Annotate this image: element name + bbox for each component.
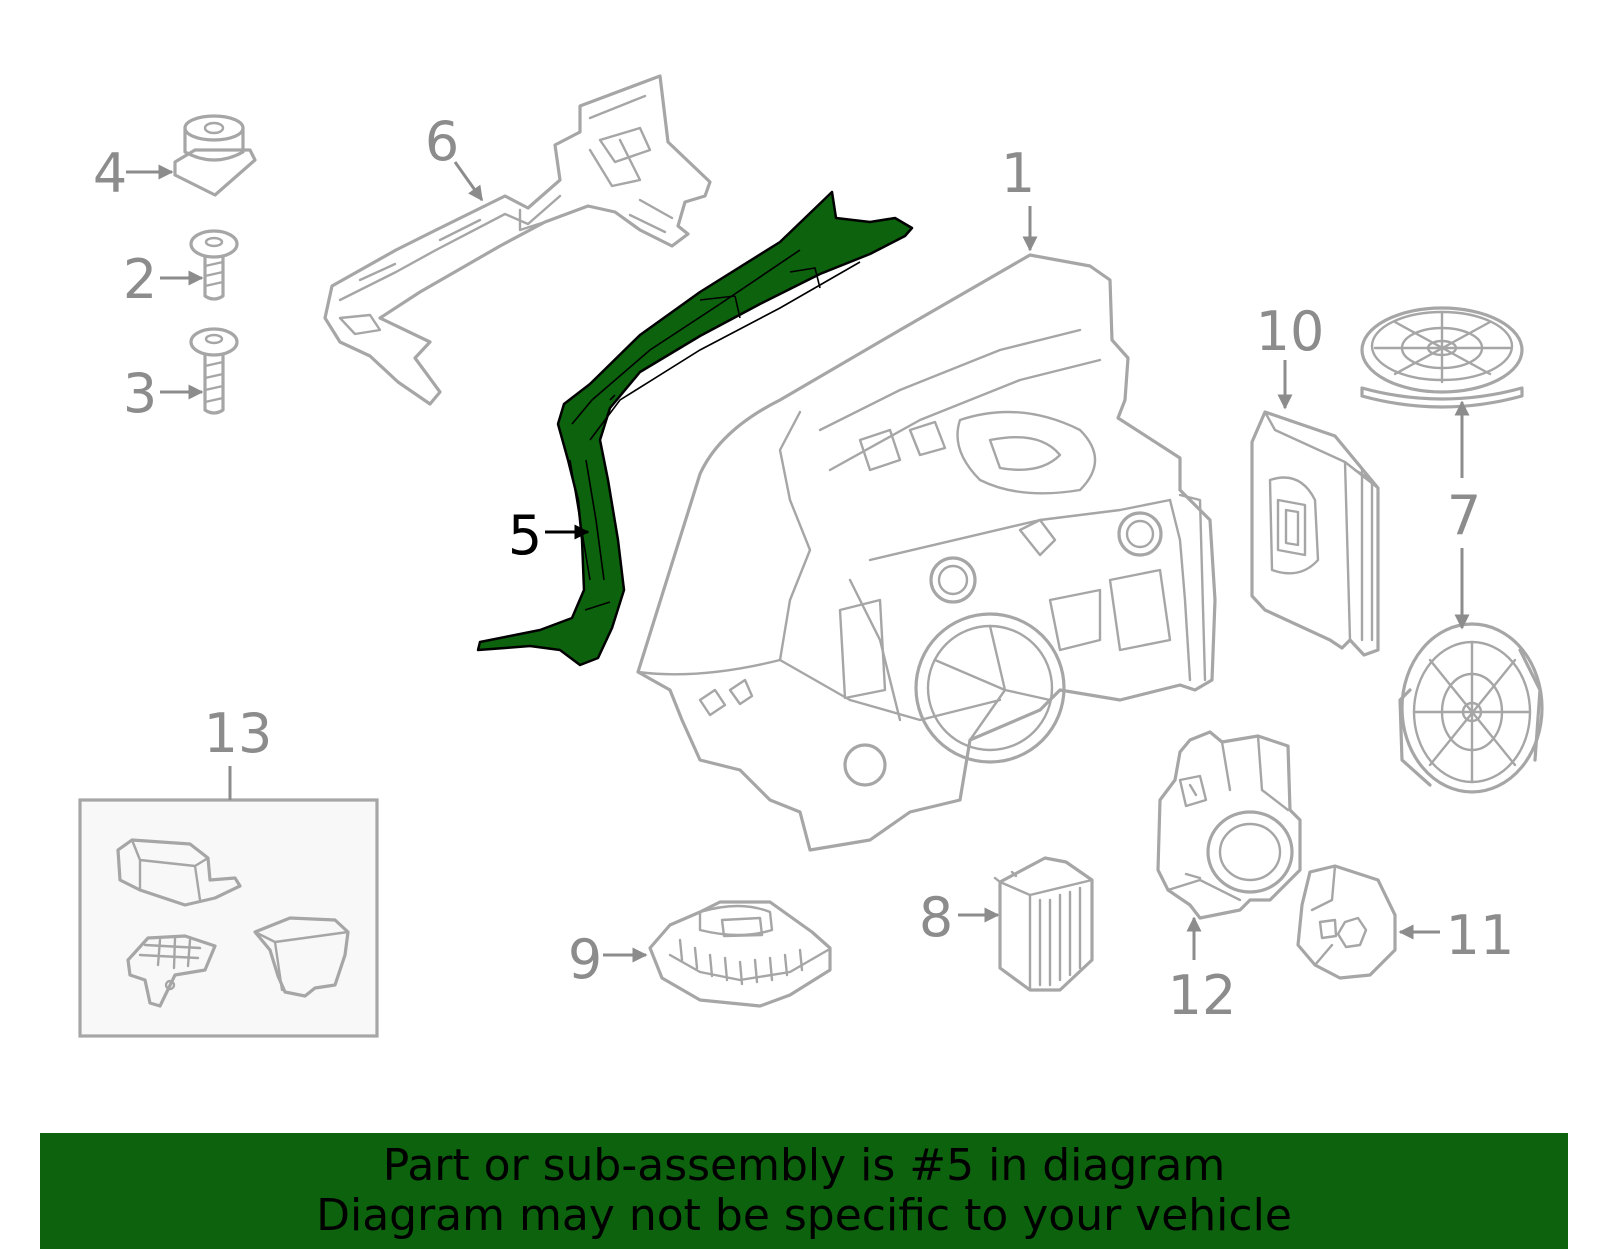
part-5-seal-highlighted: [476, 190, 914, 667]
callout-6: 6: [425, 110, 459, 173]
callout-13: 13: [204, 702, 273, 765]
part-7-speaker: [1398, 622, 1544, 794]
info-banner: Part or sub-assembly is #5 in diagram Di…: [40, 1133, 1568, 1249]
callout-7: 7: [1447, 484, 1481, 547]
part-7-cover: [1360, 306, 1524, 409]
callout-10: 10: [1256, 300, 1325, 363]
part-9-led-module: [648, 900, 832, 1008]
callout-5: 5: [508, 504, 542, 567]
part-13-kit: [78, 798, 379, 1038]
callout-1: 1: [1001, 142, 1035, 205]
callout-9: 9: [568, 928, 602, 991]
callout-8: 8: [919, 886, 953, 949]
callout-4: 4: [93, 142, 127, 205]
part-12-actuator: [1156, 730, 1302, 920]
callout-2: 2: [123, 248, 157, 311]
part-8-ballast: [993, 856, 1094, 992]
part-11-motor: [1296, 864, 1397, 980]
part-1-headlamp-assembly: [636, 253, 1217, 852]
callout-3: 3: [123, 362, 157, 425]
leader-lines: [126, 161, 1470, 963]
part-10-control-module: [1250, 410, 1380, 657]
callout-12: 12: [1168, 964, 1237, 1027]
part-6-upper-bracket: [323, 74, 712, 406]
part-2-screw: [189, 229, 239, 301]
banner-line-2: Diagram may not be specific to your vehi…: [316, 1190, 1292, 1241]
callout-11: 11: [1446, 904, 1515, 967]
part-4-clip: [173, 114, 257, 197]
banner-line-1: Part or sub-assembly is #5 in diagram: [382, 1140, 1226, 1191]
part-3-screw: [189, 327, 239, 415]
